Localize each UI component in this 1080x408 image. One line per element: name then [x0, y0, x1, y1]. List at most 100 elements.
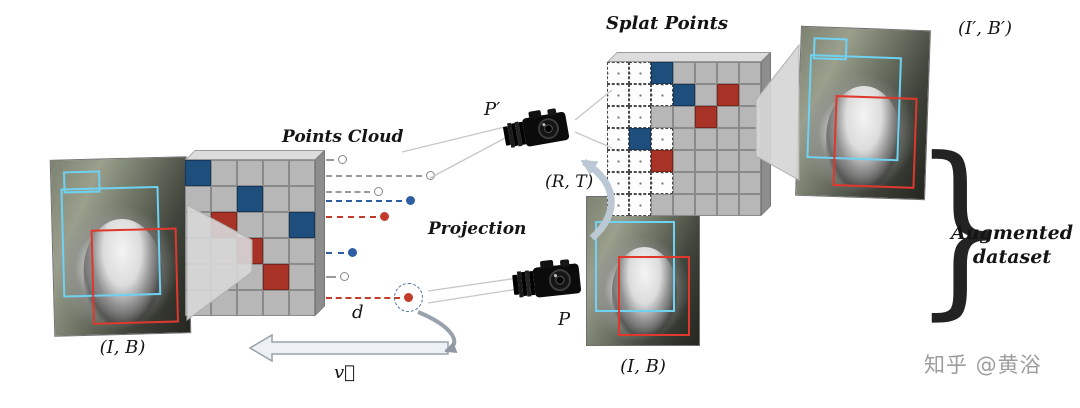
grid-cell-dashed: [629, 84, 651, 106]
husky-photo-content: [611, 247, 677, 337]
vector-label: v⃗: [334, 362, 355, 383]
cloud-point-gray-open: [426, 171, 435, 180]
grid-cell-gray: [673, 106, 695, 128]
grid-cell-gray: [695, 172, 717, 194]
grid-cell-gray: [263, 290, 289, 316]
grid-cell-gray: [673, 128, 695, 150]
augmented-image-right: [795, 25, 931, 201]
grid-cell-dashed: [629, 62, 651, 84]
grid-cell-dashed: [651, 172, 673, 194]
projection-ray-red: [326, 297, 400, 299]
grid-cell-gray: [211, 290, 237, 316]
point-to-vector-arrow: [417, 310, 458, 353]
grid-cell-dashed: [629, 106, 651, 128]
grid-cell-gray: [717, 106, 739, 128]
grid-cell-gray: [651, 194, 673, 216]
grid-cell-gray: [263, 160, 289, 186]
grid-cell-blue: [289, 212, 315, 238]
grid-cell-gray: [185, 290, 211, 316]
grid-cell-gray: [185, 186, 211, 212]
grid-cell-gray: [289, 290, 315, 316]
curly-brace: }: [912, 118, 1009, 337]
bounding-box-cyan-small: [63, 170, 101, 194]
cloud-point-blue-filled: [406, 196, 415, 205]
camera-p-prime-label: P′: [484, 99, 501, 120]
cloud-point-blue-filled: [348, 248, 357, 257]
grid-cell-dashed: [629, 172, 651, 194]
input-image-left: [49, 156, 192, 337]
grid-cell-gray: [673, 172, 695, 194]
projection-label: Projection: [428, 219, 527, 239]
input-label-middle: (I, B): [620, 356, 666, 377]
points-cloud-grid: [185, 160, 315, 316]
grid-cell-red: [237, 238, 263, 264]
rt-transform-label: (R, T): [545, 172, 594, 192]
augmented-dataset-label: Augmented dataset: [946, 222, 1078, 270]
grid-cell-gray: [185, 212, 211, 238]
grid-cell-gray: [237, 160, 263, 186]
grid-cell-blue: [651, 62, 673, 84]
grid-cell-red: [717, 84, 739, 106]
distance-label: d: [352, 302, 364, 323]
grid-cell-gray: [673, 194, 695, 216]
grid-cell-dashed: [607, 194, 629, 216]
bounding-box-cyan: [594, 220, 676, 313]
grid-cell-blue: [237, 186, 263, 212]
bounding-box-cyan-small: [812, 37, 848, 61]
camera-p-label: P: [557, 309, 571, 330]
grid-cell-gray: [717, 128, 739, 150]
grid-cell-red: [211, 212, 237, 238]
grid-cell-gray: [739, 84, 761, 106]
bounding-box-red: [90, 227, 180, 325]
grid-cell-gray: [289, 264, 315, 290]
projection-ray-blue: [326, 200, 402, 202]
grid-cell-dashed: [629, 194, 651, 216]
projection-ray-gray: [326, 276, 336, 278]
grid-cell-red: [651, 150, 673, 172]
cloud-point-gray-open: [338, 155, 347, 164]
grid-cell-dashed: [607, 150, 629, 172]
grid-cell-dashed: [607, 84, 629, 106]
grid-cell-gray: [673, 150, 695, 172]
grid-cell-gray: [739, 106, 761, 128]
grid-cell-blue: [629, 128, 651, 150]
grid-cell-dashed: [629, 150, 651, 172]
grid-cell-dashed: [607, 62, 629, 84]
grid-cell-dashed: [607, 106, 629, 128]
grid-cell-gray: [739, 128, 761, 150]
grid-cell-gray: [263, 212, 289, 238]
grid-cell-gray: [237, 212, 263, 238]
grid-cell-gray: [289, 160, 315, 186]
grid-cell-red: [263, 264, 289, 290]
augmented-dataset-line2: dataset: [972, 245, 1052, 268]
grid-cell-blue: [673, 84, 695, 106]
watermark-text: 知乎 @黄浴: [924, 353, 1042, 377]
grid-cell-gray: [211, 186, 237, 212]
splat-points-grid: [607, 62, 761, 216]
projection-ray-gray: [326, 159, 334, 161]
camera-p-prime-icon: [500, 102, 582, 159]
grid-cell-red: [695, 106, 717, 128]
grid-cell-gray: [695, 84, 717, 106]
grid-cell-gray: [211, 238, 237, 264]
grid-cell-gray: [695, 128, 717, 150]
cloud-point-red-filled: [380, 212, 389, 221]
grid-cell-dashed: [651, 84, 673, 106]
projection-ray-gray: [326, 191, 370, 193]
grid-cell-gray: [237, 290, 263, 316]
translation-vector-arrow: [248, 333, 449, 363]
grid-cell-gray: [717, 62, 739, 84]
grid-cell-gray: [695, 150, 717, 172]
bounding-box-red: [832, 95, 918, 189]
grid-cell-gray: [717, 194, 739, 216]
cloud-point-gray-open: [374, 187, 383, 196]
projection-ray-red: [326, 216, 376, 218]
grid-cell-gray: [717, 172, 739, 194]
grid-cell-gray: [289, 186, 315, 212]
grid-cell-dashed: [607, 172, 629, 194]
grid-cell-gray: [211, 264, 237, 290]
splat-points-label: Splat Points: [605, 13, 729, 34]
projection-ray-gray: [326, 175, 422, 177]
grid-cell-blue: [185, 160, 211, 186]
